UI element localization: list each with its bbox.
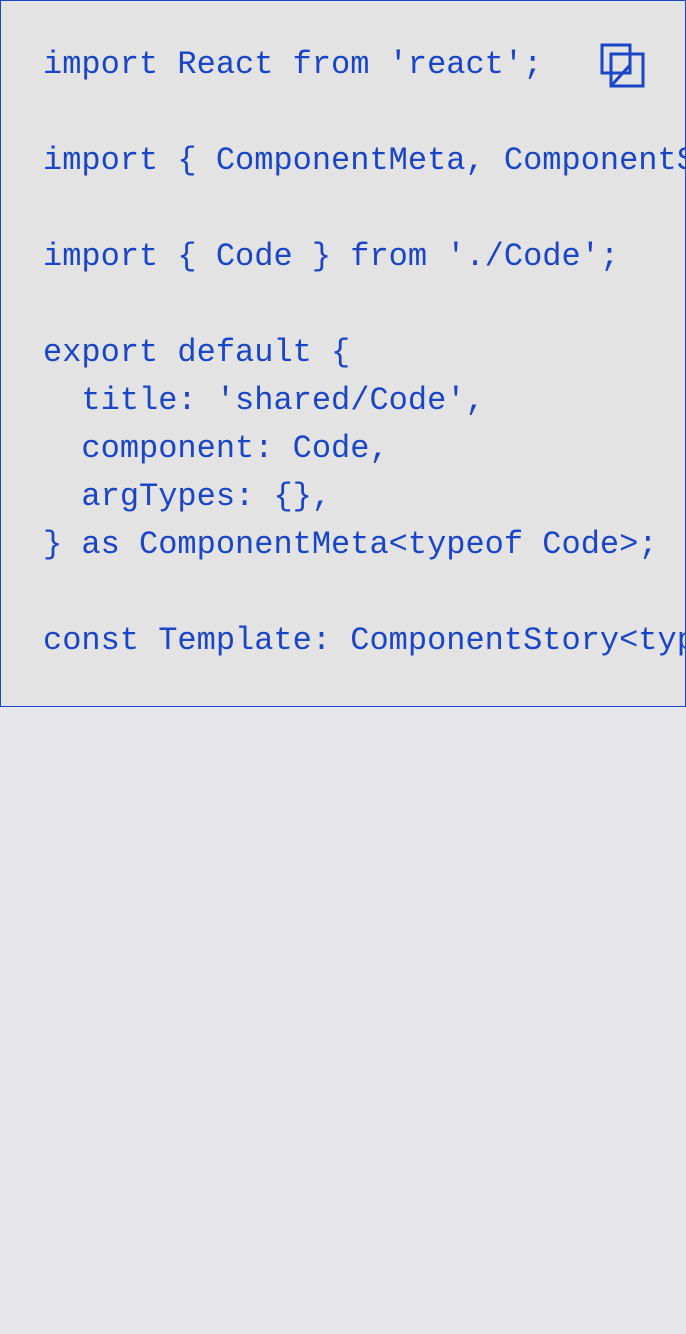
code-line: export default { — [43, 334, 351, 371]
copy-button[interactable] — [598, 41, 648, 91]
code-line — [43, 281, 685, 329]
code-line: } as ComponentMeta<typeof Code>; — [43, 526, 658, 563]
code-line: const Template: ComponentStory<typeof Co… — [43, 622, 685, 659]
code-line — [43, 569, 685, 617]
code-line: import React from 'react'; — [43, 46, 543, 83]
code-block-panel: import React from 'react'; import { Compo… — [0, 0, 686, 707]
code-block: import React from 'react'; import { Compo… — [43, 41, 685, 665]
code-line: title: 'shared/Code', — [43, 382, 485, 419]
code-line: argTypes: {}, — [43, 478, 332, 515]
copy-icon — [598, 41, 648, 91]
code-line — [43, 185, 685, 233]
code-line: import { ComponentMeta, ComponentStory }… — [43, 142, 685, 179]
code-line: component: Code, — [43, 430, 389, 467]
code-line — [43, 89, 685, 137]
code-line: import { Code } from './Code'; — [43, 238, 620, 275]
